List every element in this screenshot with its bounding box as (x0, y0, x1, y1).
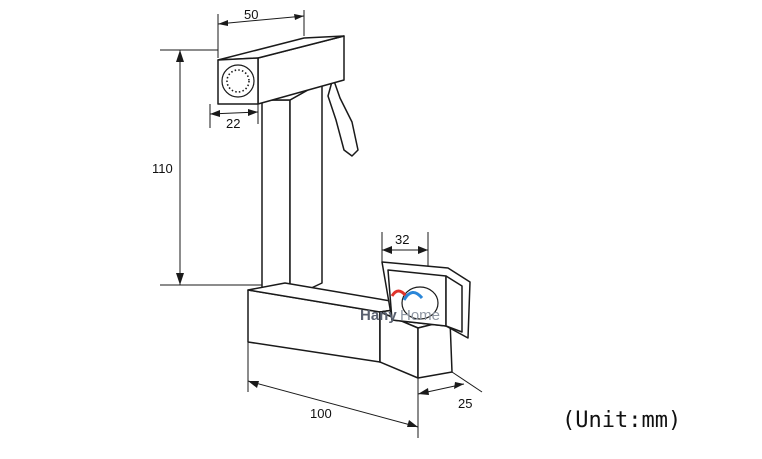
dimension-label-110: 110 (152, 161, 173, 176)
dimension-label-25: 25 (458, 396, 472, 411)
dimension-valve: 32 (381, 232, 429, 266)
dimension-base-depth: 25 (417, 371, 483, 411)
dimension-label-50: 50 (244, 7, 258, 22)
dimension-label-32: 32 (395, 232, 409, 247)
unit-note: (Unit:mm) (562, 408, 681, 433)
brand-name-part1: Hany (360, 307, 397, 324)
brand-watermark: Hany Home (360, 289, 440, 324)
sprayer-handle (261, 81, 323, 299)
wall-flange (381, 261, 471, 339)
dimension-label-100: 100 (310, 406, 332, 421)
logo-swoosh-red (390, 289, 408, 297)
nozzle-face (221, 64, 255, 98)
brand-name-part2: Home (400, 307, 440, 324)
sprayer-head (217, 35, 345, 105)
trigger-lever (327, 77, 359, 157)
dimension-height: 110 (152, 49, 262, 286)
dimension-base-length: 100 (247, 342, 419, 438)
dimension-head-width: 50 (217, 7, 305, 58)
dimension-nozzle-face: 22 (209, 104, 259, 131)
dimension-label-22: 22 (226, 116, 240, 131)
logo-swoosh-blue (402, 291, 424, 301)
